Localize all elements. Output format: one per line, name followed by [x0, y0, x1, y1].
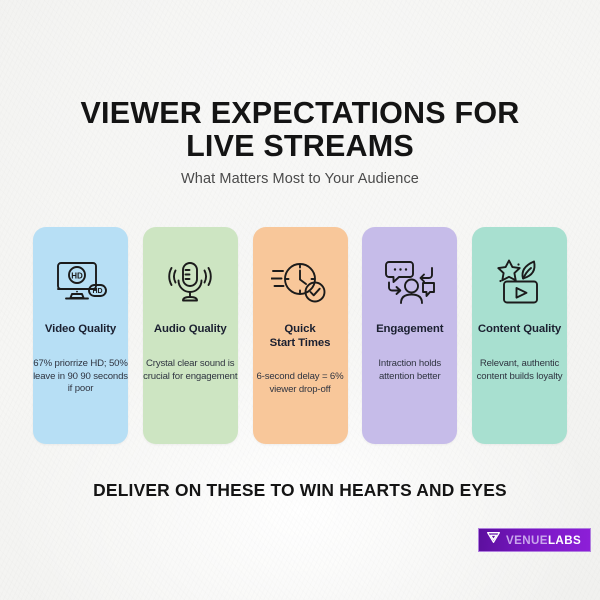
headline-line-1: VIEWER EXPECTATIONS FOR [80, 96, 520, 130]
card-title-line-1: Quick [284, 323, 316, 335]
card-audio-quality: Audio Quality Crystal clear sound is cru… [142, 227, 238, 444]
brand-name-part-2: LABS [547, 533, 582, 547]
page-subtitle: What Matters Most to Your Audience [181, 171, 419, 187]
card-title-line-2: Start Times [269, 336, 331, 349]
card-engagement: Engagement Intraction holds attention be… [362, 227, 458, 444]
svg-text:HD: HD [71, 272, 83, 281]
card-content-quality: Content Quality Relevant, authentic cont… [472, 227, 567, 444]
microphone-icon [143, 251, 238, 313]
brand-logo: VENUELABS [478, 528, 592, 552]
card-description: 6-second delay = 6% viewer drop-off [256, 371, 344, 395]
fast-clock-check-icon [253, 251, 348, 313]
card-title: Engagement [365, 323, 454, 337]
footer-cta: DELIVER ON THESE TO WIN HEARTS AND EYES [93, 480, 507, 500]
card-title-line-1: Audio Quality [153, 323, 227, 335]
card-description: Intraction holds attention better [378, 358, 442, 382]
card-video-quality: HD HD Video Quality 67% priorrize HD; 50… [33, 227, 128, 444]
monitor-hd-icon: HD HD [33, 251, 128, 313]
card-quick-start-times: Quick Start Times 6-second delay = 6% vi… [252, 227, 348, 444]
card-row: HD HD Video Quality 67% priorrize HD; 50… [33, 227, 567, 444]
card-description: Relevant, authentic content builds loyal… [476, 358, 563, 382]
card-title: Content Quality [475, 323, 564, 337]
brand-name-part-1: VENUE [506, 533, 548, 547]
v-triangle-icon [486, 530, 501, 550]
headline-line-2: LIVE STREAMS [186, 129, 414, 163]
brand-name: VENUELABS [506, 534, 581, 547]
card-title: Video Quality [36, 323, 125, 337]
card-title: Audio Quality [146, 323, 235, 337]
card-description: 67% priorrize HD; 50% leave in 90 90 sec… [33, 358, 128, 395]
svg-text:HD: HD [92, 288, 102, 295]
card-title-line-1: Content Quality [477, 323, 562, 335]
page-title: VIEWER EXPECTATIONS FOR LIVE STREAMS [0, 97, 600, 163]
chat-person-icon [362, 251, 457, 313]
card-title-line-1: Engagement [376, 323, 444, 335]
card-title: Quick Start Times [256, 323, 345, 350]
card-title-line-1: Video Quality [44, 323, 117, 335]
star-leaf-play-icon [472, 251, 567, 313]
card-description: Crystal clear sound is crucial for engag… [143, 358, 238, 382]
